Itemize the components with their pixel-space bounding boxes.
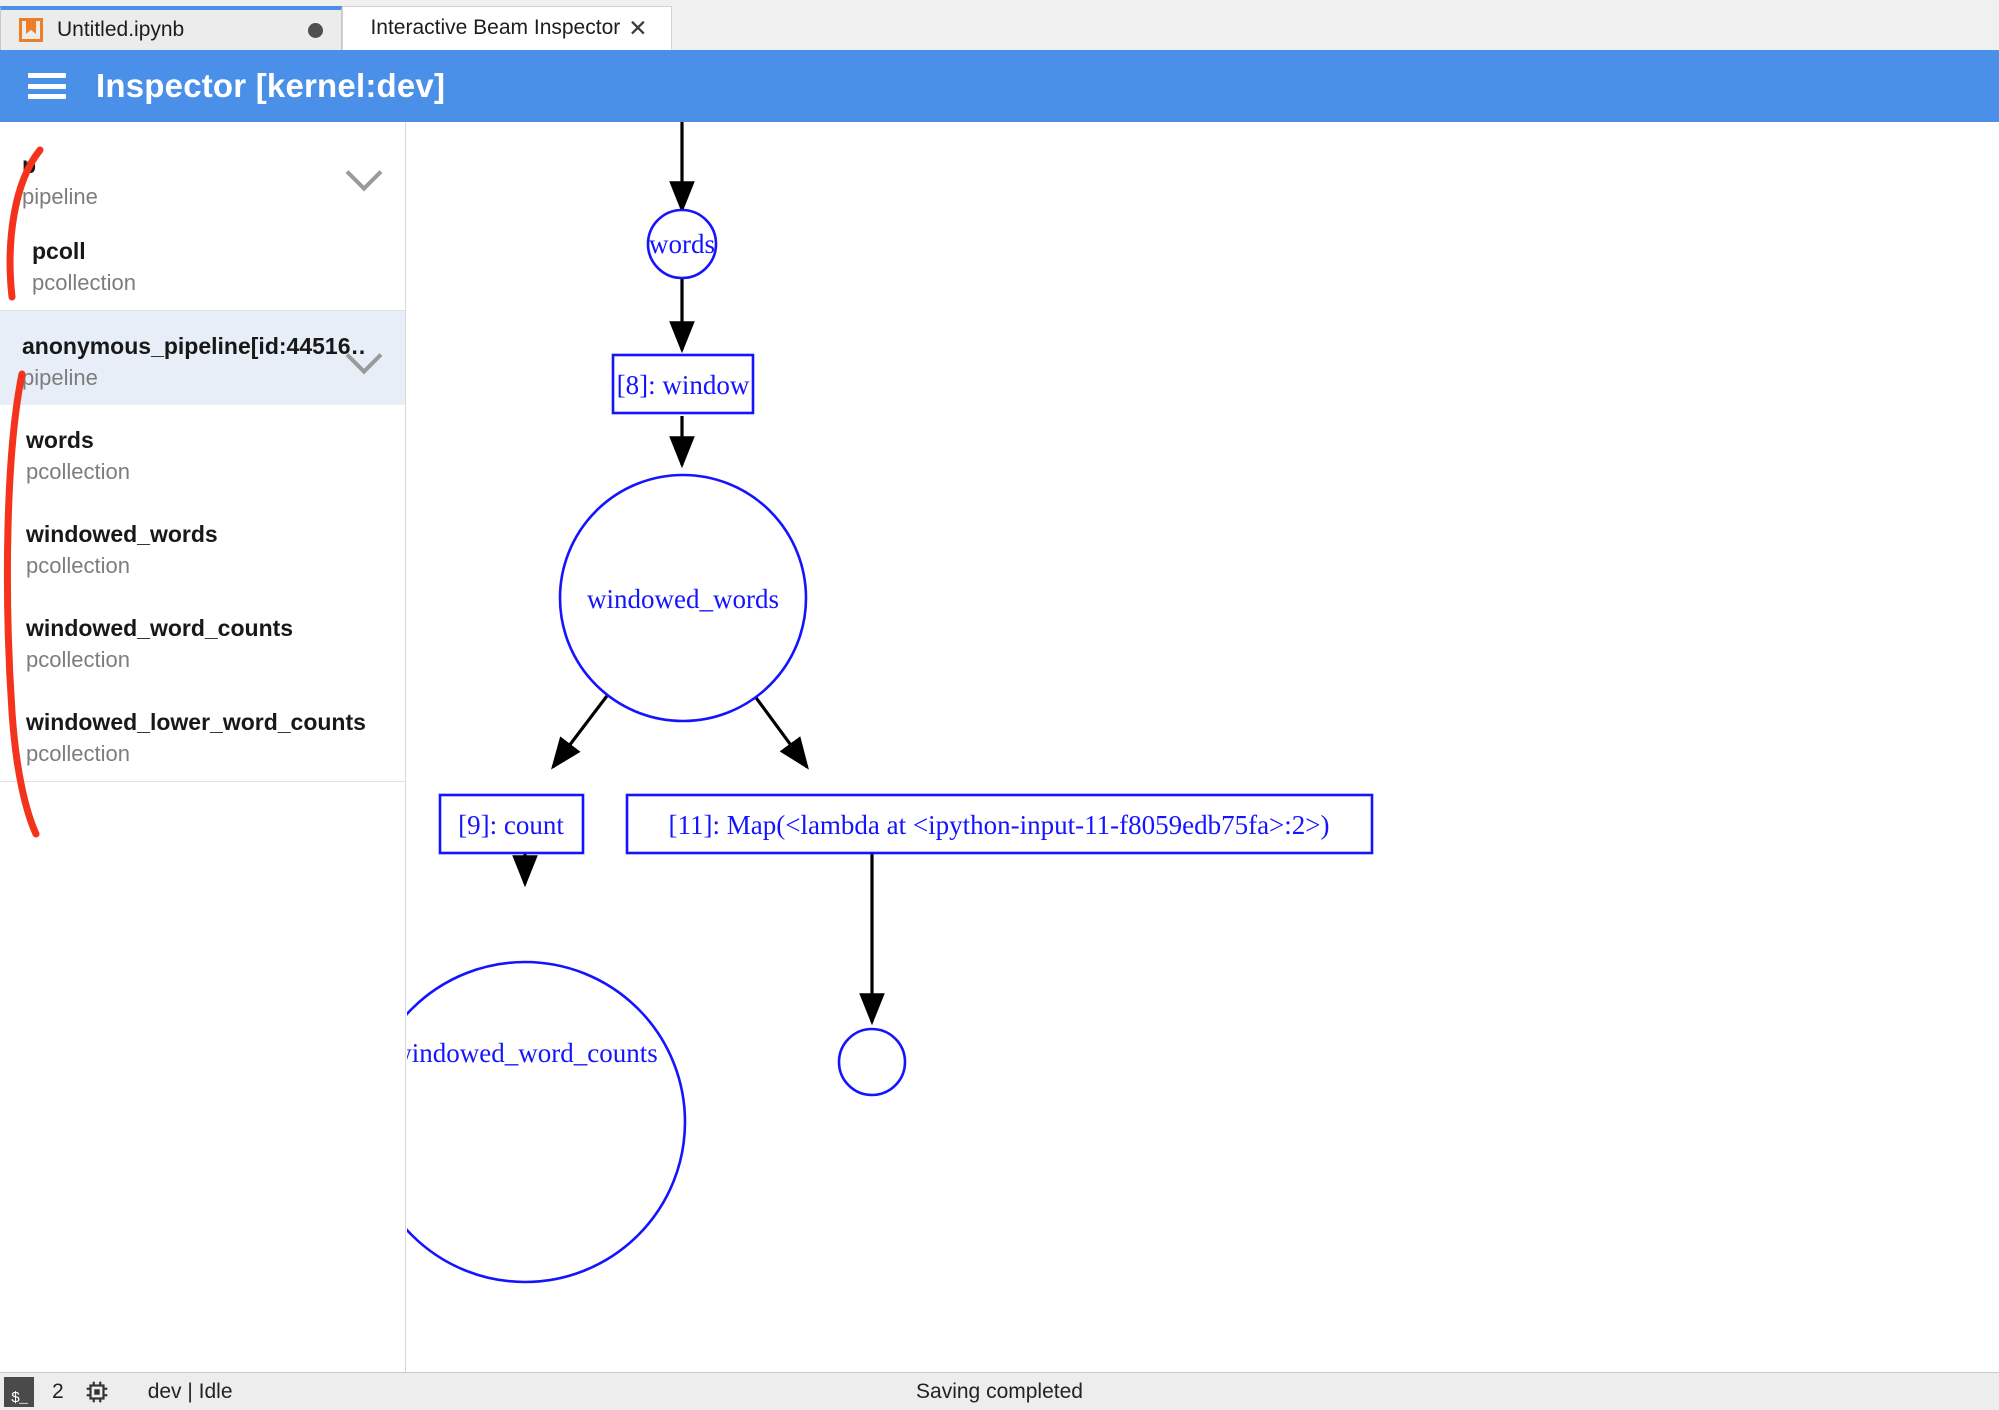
graph-node-lower-word-counts[interactable]	[837, 1027, 907, 1097]
inspectables-sidebar[interactable]: p pipeline pcoll pcollection anonymous_p…	[0, 122, 406, 1372]
node-label: windowed_word_counts	[407, 1038, 658, 1068]
node-shape-circle	[558, 473, 808, 723]
sidebar-item-type: pipeline	[22, 365, 98, 390]
sidebar-item-anonymous-pipeline[interactable]: anonymous_pipeline[id:44516… pipeline	[0, 311, 405, 405]
unsaved-indicator-icon[interactable]	[308, 22, 323, 38]
sidebar-group-p: p pipeline pcoll pcollection	[0, 122, 405, 311]
sidebar-item-pcoll[interactable]: pcoll pcollection	[0, 224, 405, 310]
sidebar-group-anonymous-pipeline: anonymous_pipeline[id:44516… pipeline wo…	[0, 311, 405, 782]
sidebar-item-type: pcollection	[26, 647, 130, 672]
tab-label: Interactive Beam Inspector	[370, 16, 621, 39]
node-shape-box	[611, 353, 755, 415]
tab-interactive-beam-inspector[interactable]: Interactive Beam Inspector ✕	[342, 6, 672, 50]
sidebar-item-words[interactable]: words pcollection	[0, 405, 405, 499]
terminal-icon[interactable]: $_	[4, 1376, 34, 1407]
node-label: [8]: window	[617, 370, 750, 400]
chip-icon[interactable]	[84, 1379, 110, 1405]
sidebar-item-type: pcollection	[26, 553, 130, 578]
sidebar-item-windowed-lower-word-counts[interactable]: windowed_lower_word_counts pcollection	[0, 687, 405, 781]
graph-node-count[interactable]: [9]: count	[438, 793, 585, 855]
sidebar-item-label: anonymous_pipeline[id:44516…	[22, 333, 365, 359]
sidebar-item-p[interactable]: p pipeline	[0, 122, 405, 224]
sidebar-item-type: pcollection	[26, 459, 130, 484]
sidebar-item-type: pipeline	[22, 184, 98, 209]
sidebar-item-windowed-words[interactable]: windowed_words pcollection	[0, 499, 405, 593]
notebook-icon	[19, 18, 43, 42]
graph-node-windowed-words[interactable]: windowed_words	[558, 473, 808, 723]
node-shape-box	[438, 793, 585, 855]
sidebar-item-label: windowed_lower_word_counts	[26, 709, 365, 735]
tab-untitled-ipynb[interactable]: Untitled.ipynb	[0, 6, 342, 50]
close-icon[interactable]: ✕	[628, 14, 648, 41]
pipeline-graph-canvas[interactable]: words [8]: window windowed_words [9]: co…	[407, 122, 1999, 1372]
node-label: words	[649, 229, 715, 259]
status-bar: $_ 2 dev | Idle Saving completed	[0, 1372, 1999, 1410]
sidebar-item-label: windowed_words	[26, 521, 218, 547]
node-shape-circle	[407, 960, 687, 1284]
node-label: [11]: Map(<lambda at <ipython-input-11-f…	[669, 810, 1330, 840]
node-shape-circle	[646, 208, 718, 280]
graph-node-windowed-word-counts[interactable]: windowed_word_counts	[407, 960, 687, 1284]
tab-label: Untitled.ipynb	[57, 18, 185, 41]
sidebar-item-windowed-word-counts[interactable]: windowed_word_counts pcollection	[0, 593, 405, 687]
pipeline-graph-svg: words [8]: window windowed_words [9]: co…	[407, 122, 1374, 1284]
sidebar-item-type: pcollection	[26, 741, 130, 766]
hamburger-icon[interactable]	[28, 73, 66, 99]
graph-node-words[interactable]: words	[646, 208, 718, 280]
sidebar-item-label: words	[26, 427, 94, 453]
terminal-count: 2	[52, 1379, 64, 1403]
inspector-header: Inspector [kernel:dev]	[0, 50, 1999, 122]
tab-bar: Untitled.ipynb Interactive Beam Inspecto…	[0, 0, 1999, 51]
status-message: Saving completed	[916, 1379, 1083, 1403]
node-label: windowed_words	[587, 584, 779, 614]
sidebar-item-label: p	[22, 152, 37, 178]
node-shape-circle	[837, 1027, 907, 1097]
node-label: [9]: count	[458, 810, 564, 840]
page-title: Inspector [kernel:dev]	[96, 67, 446, 104]
graph-node-map[interactable]: [11]: Map(<lambda at <ipython-input-11-f…	[625, 793, 1374, 855]
work-area: p pipeline pcoll pcollection anonymous_p…	[0, 122, 1999, 1372]
kernel-status[interactable]: dev | Idle	[147, 1379, 233, 1403]
sidebar-item-type: pcollection	[32, 270, 136, 295]
graph-node-window[interactable]: [8]: window	[611, 353, 755, 415]
node-shape-box	[625, 793, 1374, 855]
sidebar-item-label: windowed_word_counts	[26, 615, 294, 641]
sidebar-item-label: pcoll	[32, 238, 86, 264]
